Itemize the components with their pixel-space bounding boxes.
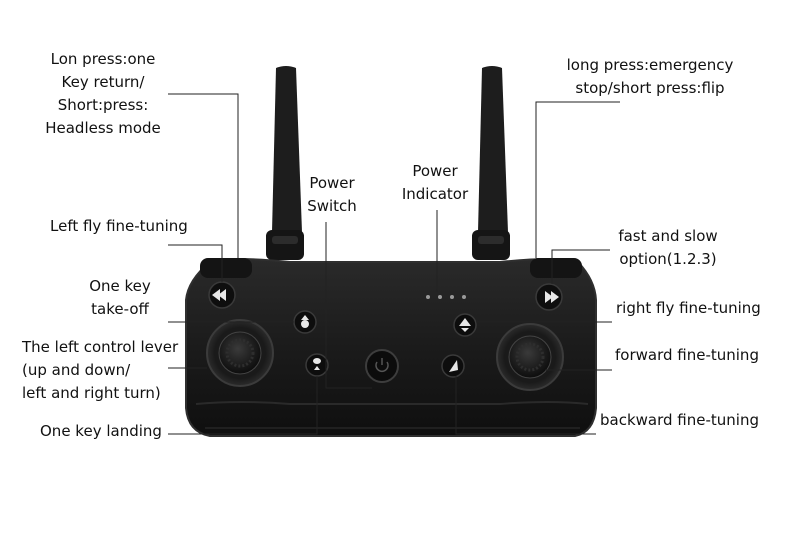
right-trim-button[interactable]	[535, 283, 563, 311]
power-button[interactable]	[365, 349, 399, 383]
right-fly-trim-button[interactable]	[453, 313, 477, 337]
left-antenna	[266, 66, 304, 260]
forward-backward-trim-button[interactable]	[441, 354, 465, 378]
power-icon	[375, 361, 389, 372]
left-fine-tuning-label: Left fly fine-tuning	[50, 217, 188, 235]
power-indicator	[426, 295, 466, 299]
leader-landing	[168, 376, 318, 435]
left-joystick[interactable]	[206, 319, 274, 387]
controller-body	[185, 258, 597, 437]
forward-backward-trim-icon	[449, 360, 458, 372]
left-lever-label: The left control lever (up and down/ lef…	[22, 338, 179, 402]
leader-lines	[168, 93, 620, 435]
leader-key-return	[168, 93, 239, 258]
landing-button[interactable]	[305, 353, 329, 377]
right-fine-tuning-label: right fly fine-tuning	[616, 299, 761, 317]
backward-fine-tuning-label: backward fine-tuning	[600, 411, 759, 429]
power-indicator-label: Power Indicator	[401, 162, 469, 203]
leader-power-switch	[325, 222, 372, 389]
landing-icon	[313, 358, 321, 370]
leader-left-fine	[168, 244, 223, 282]
speed-option-label: fast and slow option(1.2.3)	[618, 227, 718, 268]
key-return-label: Lon press:one Key return/ Short:press: H…	[45, 50, 161, 137]
takeoff-icon	[301, 315, 309, 328]
takeoff-label: One key take-off	[89, 277, 151, 318]
leader-speed	[551, 249, 610, 284]
right-fly-trim-icon	[459, 318, 471, 332]
leader-backward-fine	[455, 376, 596, 435]
left-trim-button[interactable]	[208, 281, 236, 309]
right-antenna	[472, 66, 510, 260]
forward-fine-tuning-label: forward fine-tuning	[615, 346, 759, 364]
landing-label: One key landing	[40, 422, 162, 440]
right-trim-icon	[545, 291, 559, 303]
right-joystick[interactable]	[496, 323, 564, 391]
left-trim-icon	[212, 289, 226, 301]
leader-emergency	[535, 101, 620, 258]
power-switch-label: Power Switch	[307, 174, 357, 215]
emergency-flip-label: long press:emergency stop/short press:fl…	[566, 56, 734, 97]
takeoff-button[interactable]	[293, 310, 317, 334]
